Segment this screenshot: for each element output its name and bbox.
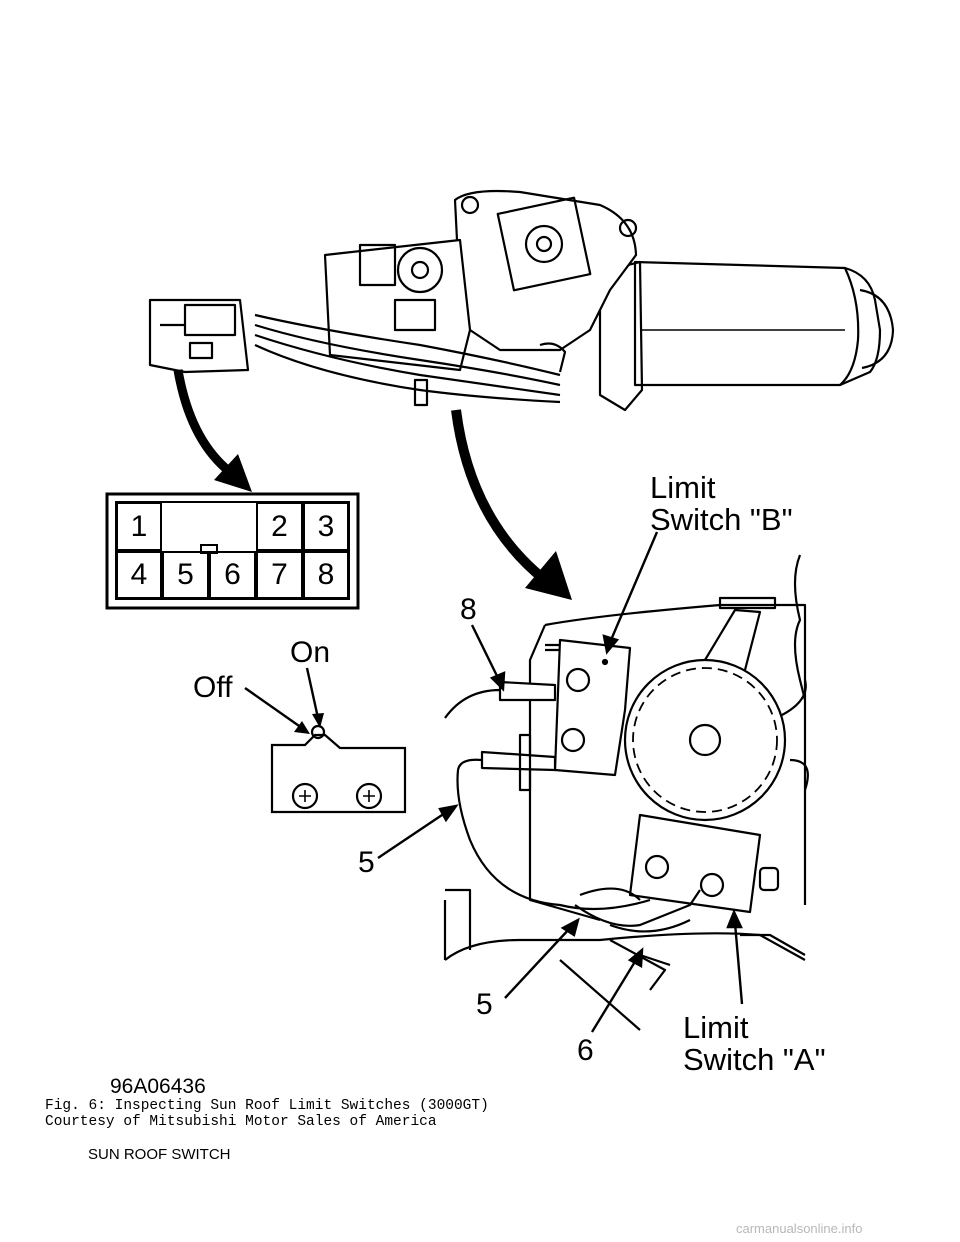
limit-switch-a-label-line2: Switch "A": [683, 1042, 826, 1077]
watermark[interactable]: carmanualsonline.info: [736, 1221, 863, 1236]
connector-pin-4: 4: [116, 551, 162, 599]
section-title: SUN ROOF SWITCH: [88, 1146, 231, 1163]
limit-switch-b-label-line1: Limit: [650, 470, 716, 505]
sunroof-motor-assembly: [148, 189, 895, 412]
on-indicator-arrow: [305, 667, 324, 728]
callout-leaders: [377, 531, 744, 1033]
switch-pointer-arrow: [451, 409, 572, 600]
callout-5-bottom: 5: [476, 988, 493, 1021]
connector-pin-5: 5: [162, 551, 209, 599]
limit-switch-a-label-line1: Limit: [683, 1010, 749, 1045]
callout-6: 6: [577, 1034, 594, 1067]
connector-pin-1: 1: [116, 502, 162, 551]
callout-5-left: 5: [358, 846, 375, 879]
connector-pin-8: 8: [303, 551, 349, 599]
on-label: On: [290, 636, 331, 669]
connector-pointer-arrow: [173, 369, 252, 492]
connector-pin-3: 3: [303, 502, 349, 551]
limit-switch-b-label-line2: Switch "B": [650, 502, 793, 537]
caption-line1: Fig. 6: Inspecting Sun Roof Limit Switch…: [45, 1098, 489, 1114]
connector-pin-7: 7: [256, 551, 303, 599]
figure-id: 96A06436: [110, 1075, 206, 1098]
caption-line2: Courtesy of Mitsubishi Motor Sales of Am…: [45, 1114, 437, 1130]
connector-pin-6: 6: [209, 551, 256, 599]
off-label: Off: [193, 671, 233, 704]
callout-8: 8: [460, 593, 477, 626]
connector-pin-2: 2: [256, 502, 303, 551]
off-indicator-arrow: [244, 687, 310, 734]
micro-switch-detail: [270, 724, 407, 814]
limit-switch-assembly: [443, 554, 809, 1031]
